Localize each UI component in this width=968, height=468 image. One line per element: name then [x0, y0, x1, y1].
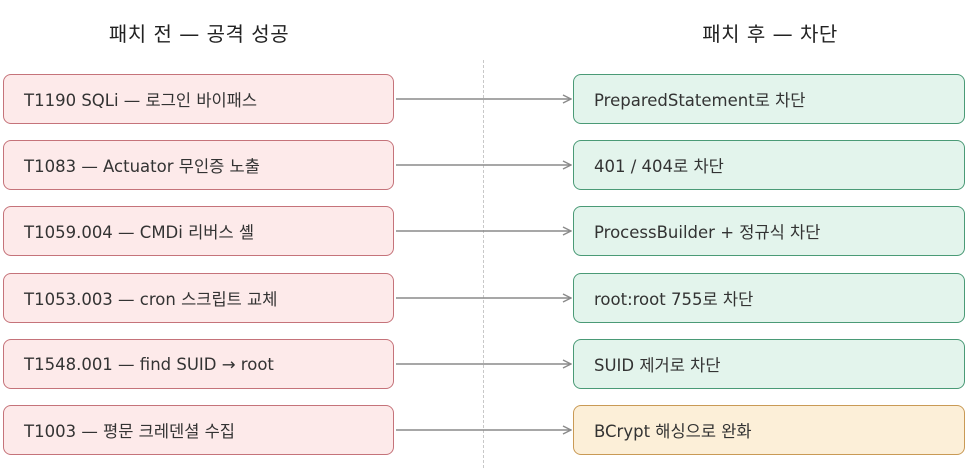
block-box: SUID 제거로 차단 — [573, 339, 965, 389]
block-box: 401 / 404로 차단 — [573, 140, 965, 190]
attack-box: T1003 — 평문 크레덴셜 수집 — [3, 405, 394, 455]
attack-box: T1053.003 — cron 스크립트 교체 — [3, 273, 394, 323]
before-patch-title: 패치 전 — 공격 성공 — [108, 22, 290, 46]
mitigation-box: BCrypt 해싱으로 완화 — [573, 405, 965, 455]
attack-box: T1059.004 — CMDi 리버스 셸 — [3, 206, 394, 256]
after-patch-title: 패치 후 — 차단 — [702, 22, 838, 46]
attack-box: T1548.001 — find SUID → root — [3, 339, 394, 389]
block-box: root:root 755로 차단 — [573, 273, 965, 323]
attack-box: T1190 SQLi — 로그인 바이패스 — [3, 74, 394, 124]
block-box: PreparedStatement로 차단 — [573, 74, 965, 124]
block-box: ProcessBuilder + 정규식 차단 — [573, 206, 965, 256]
column-divider — [483, 60, 484, 468]
attack-box: T1083 — Actuator 무인증 노출 — [3, 140, 394, 190]
